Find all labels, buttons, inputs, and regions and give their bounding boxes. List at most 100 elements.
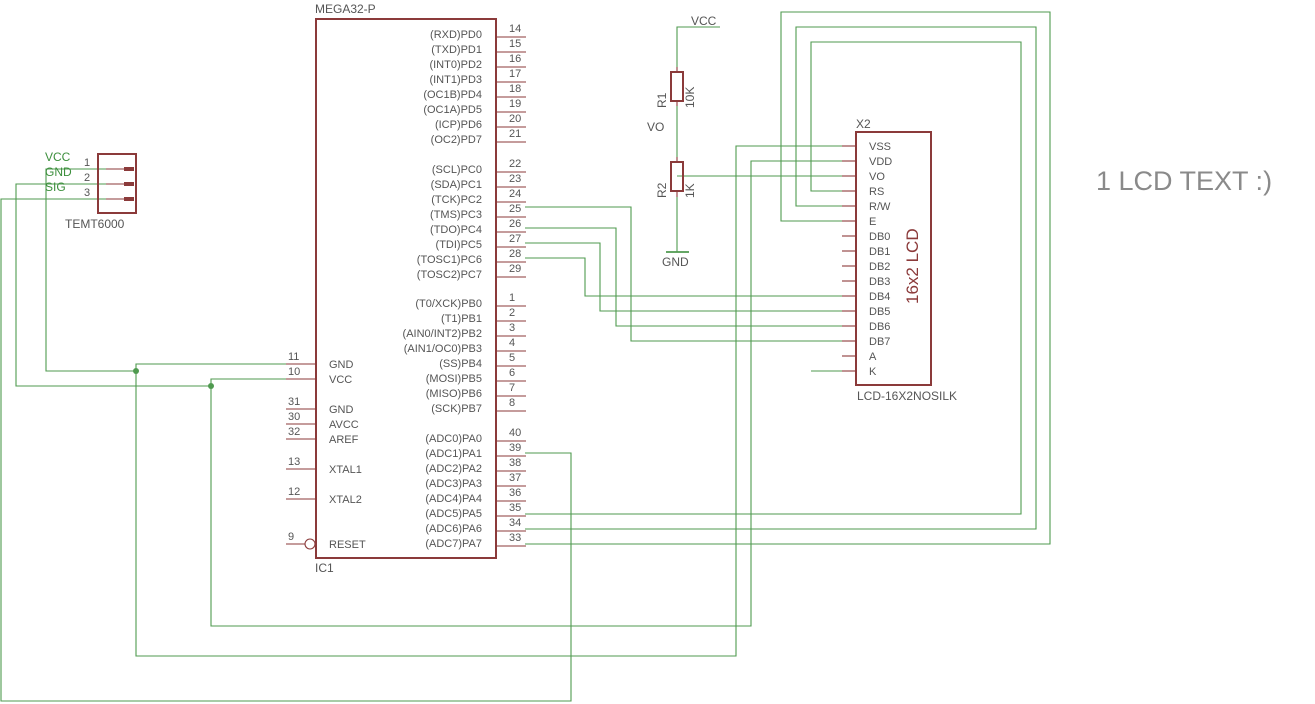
r1-body — [670, 71, 684, 102]
lcd-pin-label: K — [869, 366, 877, 378]
r1-value: 10K — [683, 87, 697, 108]
lcd-pin-label: R/W — [869, 201, 891, 213]
ic1-pin-number: 5 — [509, 352, 515, 364]
ic1-pin-number: 40 — [509, 427, 521, 439]
lcd-pin-label: DB5 — [869, 306, 890, 318]
ic1-name: IC1 — [315, 561, 334, 575]
ic1-pin-label: XTAL1 — [329, 464, 362, 476]
ic1-pin-number: 30 — [288, 411, 300, 423]
ic1-pin-number: 9 — [288, 531, 294, 543]
ic1-pin-number: 20 — [509, 113, 521, 125]
lcd-pin-label: DB7 — [869, 336, 890, 348]
lcd-pin-label: VDD — [869, 156, 892, 168]
ic1-pin-label: (TCK)PC2 — [431, 194, 482, 206]
wire-sensor-sig — [0, 198, 572, 702]
wire-pa7-e — [525, 11, 1051, 545]
ic1-pin-label: AREF — [329, 434, 359, 446]
vcc-label: VCC — [691, 14, 717, 28]
ic1-pin-label: (SDA)PC1 — [431, 179, 482, 191]
ic1-pin-number: 18 — [509, 83, 521, 95]
ic1-pin-label: (SS)PB4 — [439, 358, 482, 370]
ic1-pin-number: 1 — [509, 292, 515, 304]
ic1-pin-label: (TMS)PC3 — [430, 209, 482, 221]
ic1-pin-label: (ADC3)PA3 — [425, 478, 482, 490]
ic1-pin-label: (TOSC2)PC7 — [417, 269, 482, 281]
wire-pc3-db7 — [525, 206, 842, 342]
ic1-pin-label: (ADC5)PA5 — [425, 508, 482, 520]
resistor-r2[interactable]: R2 1K — [655, 157, 697, 198]
lcd-value: LCD-16X2NOSILK — [857, 389, 957, 403]
ic1-pin-number: 27 — [509, 233, 521, 245]
sensor-pin-number: 3 — [84, 187, 90, 199]
ic1-pin-number: 23 — [509, 173, 521, 185]
ic1-pin-number: 11 — [288, 351, 299, 363]
junction-vcc — [208, 383, 214, 389]
ic1-pin-number: 26 — [509, 218, 521, 230]
lcd-pin-label: VSS — [869, 141, 891, 153]
lcd-pin-label: E — [869, 216, 876, 228]
ic1-pin-label: (TDO)PC4 — [430, 224, 482, 236]
ic1-pin-number: 36 — [509, 487, 521, 499]
ic1-pin-label: (RXD)PD0 — [430, 29, 482, 41]
ic1-pin-number: 13 — [288, 456, 300, 468]
wires — [0, 11, 1051, 702]
ic1-pin-label: (ADC2)PA2 — [425, 463, 482, 475]
ic1-pin-label: (MISO)PB6 — [426, 388, 482, 400]
ic1-pin-label: (ADC1)PA1 — [425, 448, 482, 460]
ic1-pin-label: (TOSC1)PC6 — [417, 254, 482, 266]
lcd-pin-label: DB3 — [869, 276, 890, 288]
gnd-supply: GND — [662, 251, 689, 269]
ic1-pin-number: 17 — [509, 68, 521, 80]
ic1-pin-number: 16 — [509, 53, 521, 65]
reset-inversion-bubble — [304, 538, 316, 550]
ic1-pin-label: (OC2)PD7 — [431, 134, 482, 146]
lcd-16x2[interactable]: X2 LCD-16X2NOSILK 16x2 LCD VSSVDDVORSR/W… — [842, 117, 957, 403]
sensor-signal-label: VCC — [45, 150, 71, 164]
sensor-signal-label: GND — [45, 165, 72, 179]
ic1-pin-number: 2 — [509, 307, 515, 319]
ic1-pin-label: VCC — [329, 374, 352, 386]
lcd-pin-label: RS — [869, 186, 884, 198]
sensor-name: TEMT6000 — [65, 217, 125, 231]
lcd-pin-label: VO — [869, 171, 885, 183]
ic1-pin-number: 6 — [509, 367, 515, 379]
ic1-pin-label: (AIN0/INT2)PB2 — [403, 328, 482, 340]
resistor-r1[interactable]: R1 10K — [655, 67, 697, 108]
ic1-pin-label: (INT1)PD3 — [429, 74, 482, 86]
sensor-pin-pad — [124, 197, 134, 201]
lcd-title: 16x2 LCD — [903, 228, 922, 304]
ic1-value: MEGA32-P — [315, 2, 376, 16]
wire-vcc-r1 — [676, 26, 720, 67]
ic1-pin-number: 24 — [509, 188, 521, 200]
sensor-body — [97, 153, 137, 214]
ic1-pin-number: 19 — [509, 98, 521, 110]
ic1-pin-label: (ADC0)PA0 — [425, 433, 482, 445]
ic1-pin-number: 39 — [509, 442, 521, 454]
ic1-pin-number: 3 — [509, 322, 515, 334]
ic1-pin-number: 12 — [288, 486, 300, 498]
lcd-pin-label: DB4 — [869, 291, 890, 303]
ic1-pin-number: 38 — [509, 457, 521, 469]
gnd-label: GND — [662, 255, 689, 269]
junction-gnd — [133, 368, 139, 374]
wire-lcd-vdd-vcc — [210, 160, 842, 627]
ic1-pin-label: AVCC — [329, 419, 359, 431]
ic1-pin-label: (ICP)PD6 — [435, 119, 482, 131]
ic1-pin-label: (ADC4)PA4 — [425, 493, 482, 505]
wire-lcd-vss-gnd — [135, 145, 842, 657]
lcd-pin-label: DB6 — [869, 321, 890, 333]
ic1-pin-number: 35 — [509, 502, 521, 514]
ic1-pin-label: (T0/XCK)PB0 — [415, 298, 482, 310]
ic1-pin-number: 21 — [509, 128, 521, 140]
ic1-pin-number: 29 — [509, 263, 521, 275]
ic1-pin-number: 25 — [509, 203, 521, 215]
sensor-pin-number: 1 — [84, 157, 90, 169]
ic1-body — [315, 18, 497, 559]
wire-sensor-gnd — [45, 168, 136, 372]
ic1-pin-label: (SCL)PC0 — [432, 164, 482, 176]
ic1-pin-label: GND — [329, 359, 354, 371]
